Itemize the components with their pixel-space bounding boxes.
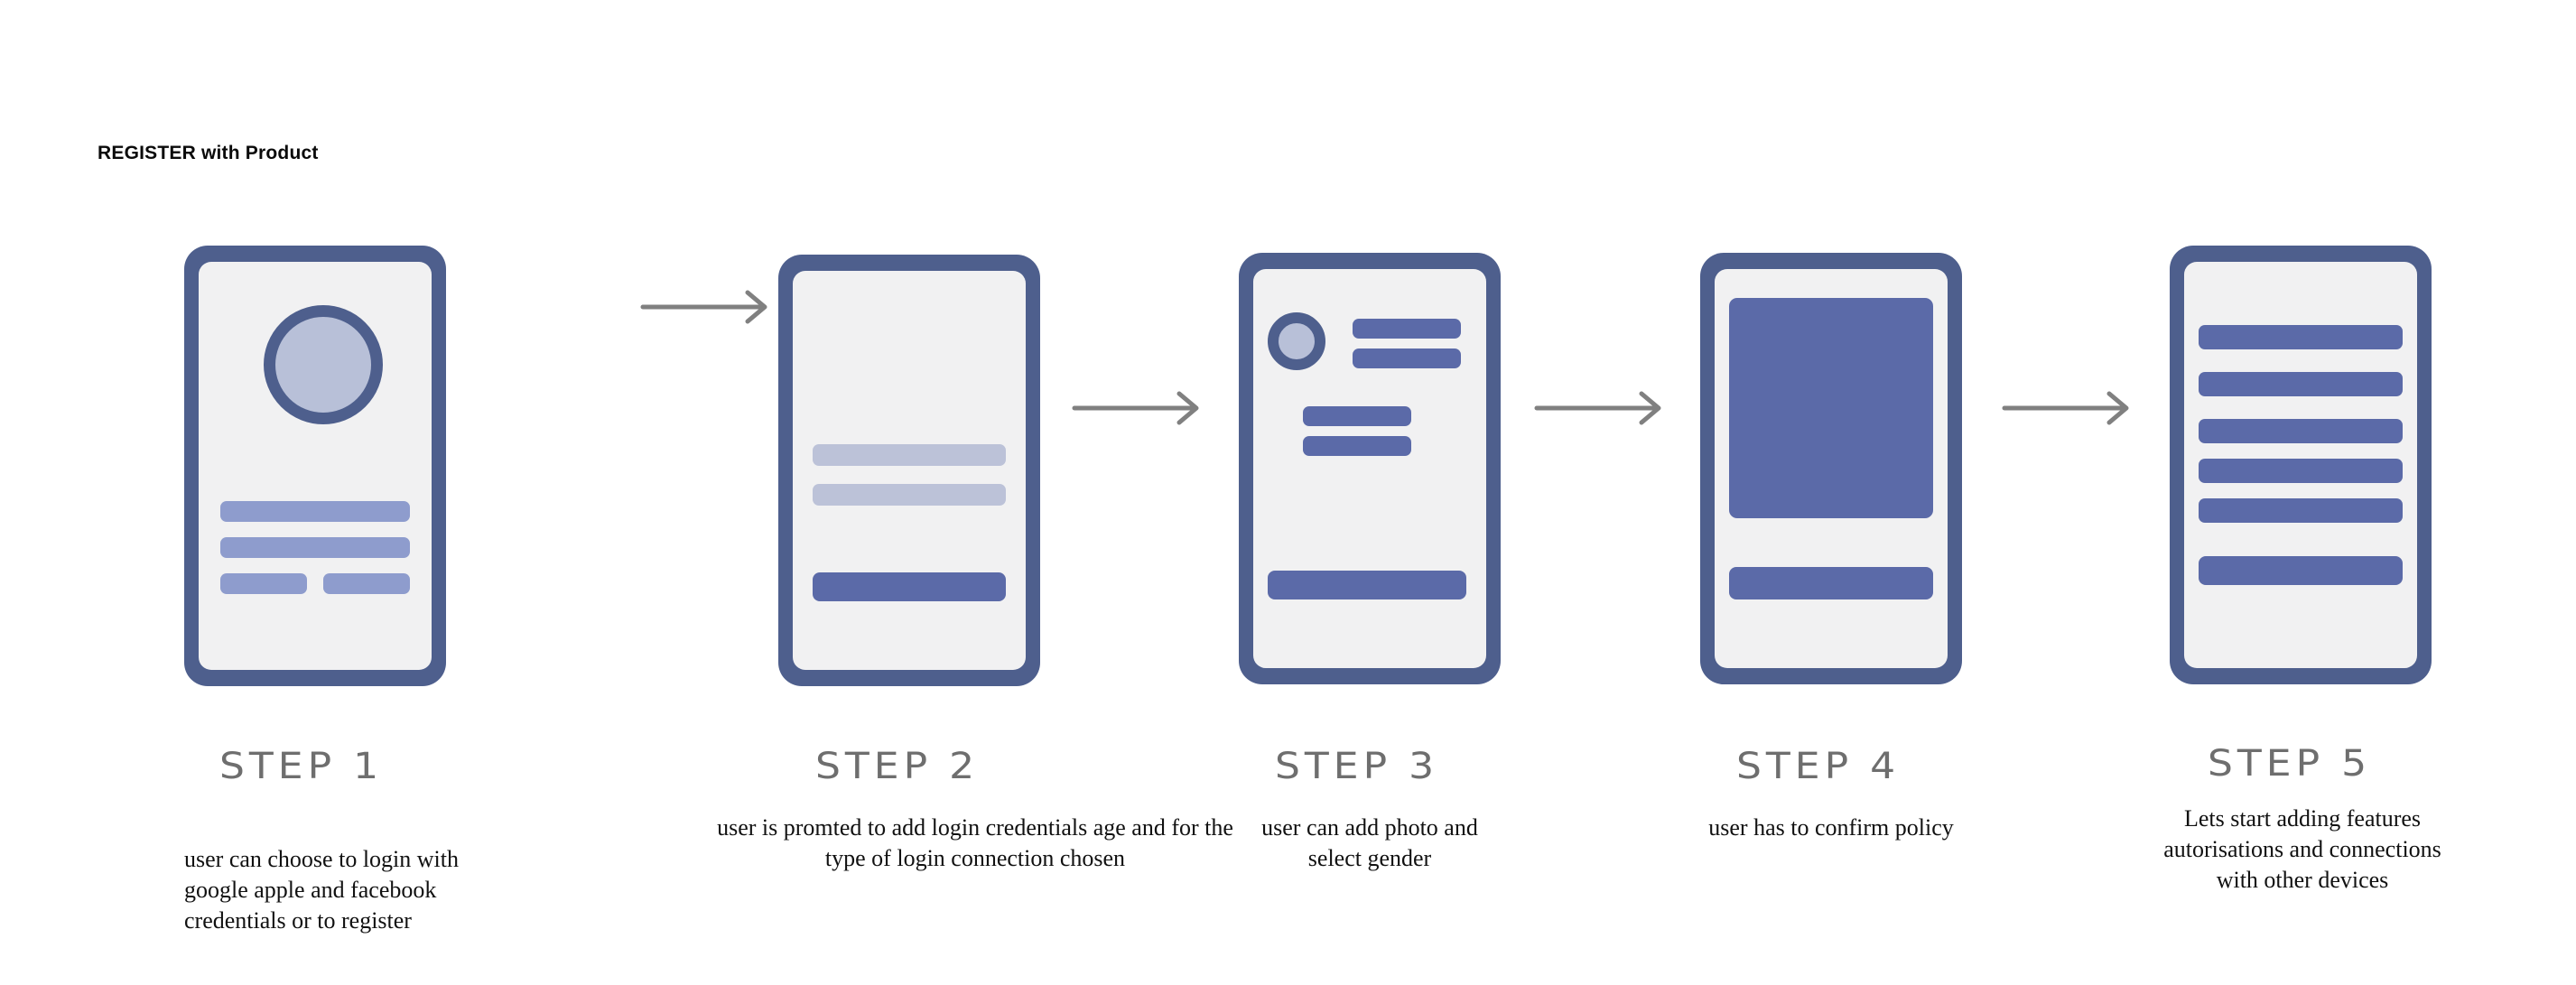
credentials-field-email-bar[interactable] xyxy=(813,444,1006,466)
confirm-policy-button[interactable] xyxy=(1729,567,1933,599)
step-1-caption: user can choose to login with google app… xyxy=(184,846,459,934)
feature-row-1-bar[interactable] xyxy=(2199,325,2403,349)
policy-text-block xyxy=(1729,298,1933,518)
step-2-caption: user is promted to add login credentials… xyxy=(717,814,1233,871)
phone-screen-step-1 xyxy=(199,262,432,670)
login-option-apple-bar[interactable] xyxy=(220,537,410,558)
login-option-google-bar[interactable] xyxy=(220,501,410,522)
submit-credentials-button[interactable] xyxy=(813,572,1006,601)
step-4-caption: user has to confirm policy xyxy=(1708,814,1954,841)
arrow-step4-to-step5 xyxy=(2002,388,2134,428)
login-option-register-bar[interactable] xyxy=(323,573,410,594)
arrow-step1-to-step2 xyxy=(640,287,773,327)
gender-option-two-bar[interactable] xyxy=(1303,436,1411,456)
phone-mockup-step-3 xyxy=(1239,253,1501,684)
step-5-caption: Lets start adding features autorisations… xyxy=(2163,805,2441,893)
phone-mockup-step-4 xyxy=(1700,253,1962,684)
photo-detail-line-bar xyxy=(1353,348,1461,368)
photo-name-line-bar xyxy=(1353,319,1461,339)
photo-upload-avatar-icon[interactable] xyxy=(1268,312,1325,370)
feature-row-4-bar[interactable] xyxy=(2199,459,2403,483)
phone-screen-step-2 xyxy=(793,271,1026,670)
step-2-label: STEP 2 xyxy=(815,745,980,787)
credentials-field-password-bar[interactable] xyxy=(813,484,1006,506)
page-title: REGISTER with Product xyxy=(98,143,319,163)
feature-row-6-bar[interactable] xyxy=(2199,556,2403,585)
step-5-label: STEP 5 xyxy=(2208,742,2372,785)
step-3-caption: user can add photo and select gender xyxy=(1261,814,1478,871)
feature-row-2-bar[interactable] xyxy=(2199,372,2403,396)
feature-row-3-bar[interactable] xyxy=(2199,419,2403,443)
phone-screen-step-4 xyxy=(1715,269,1948,668)
login-option-facebook-bar[interactable] xyxy=(220,573,307,594)
step-4-label: STEP 4 xyxy=(1736,745,1901,787)
phone-mockup-step-1 xyxy=(184,246,446,686)
gender-option-one-bar[interactable] xyxy=(1303,406,1411,426)
profile-avatar-icon xyxy=(264,305,383,424)
feature-row-5-bar[interactable] xyxy=(2199,498,2403,523)
arrow-step3-to-step4 xyxy=(1534,388,1667,428)
phone-mockup-step-5 xyxy=(2170,246,2432,684)
phone-screen-step-3 xyxy=(1253,269,1486,668)
phone-screen-step-5 xyxy=(2184,262,2417,668)
continue-button[interactable] xyxy=(1268,571,1466,599)
step-1-label: STEP 1 xyxy=(219,745,384,787)
arrow-step2-to-step3 xyxy=(1072,388,1204,428)
step-3-label: STEP 3 xyxy=(1275,745,1439,787)
phone-mockup-step-2 xyxy=(778,255,1040,686)
